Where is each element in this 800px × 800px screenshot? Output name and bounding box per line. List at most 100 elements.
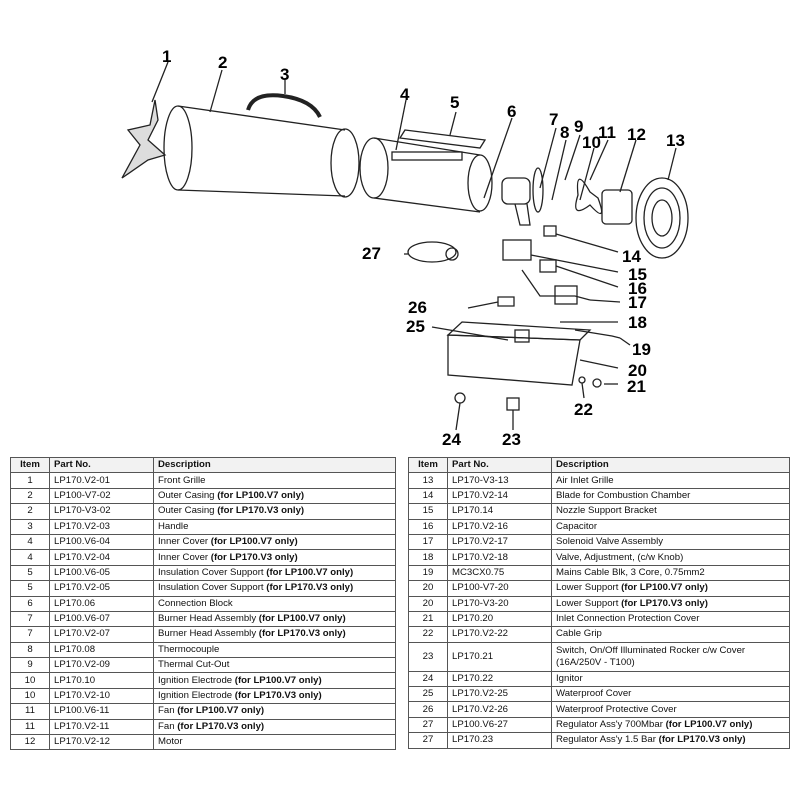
- cell-item: 12: [10, 734, 50, 751]
- cell-item: 4: [10, 533, 50, 551]
- cell-item: 20: [408, 595, 448, 612]
- cell-description: Waterproof Protective Cover: [551, 701, 790, 718]
- cell-description: Insulation Cover Support (for LP100.V7 o…: [153, 564, 396, 582]
- cell-description: Blade for Combustion Chamber: [551, 487, 790, 505]
- description-text: Regulator Ass'y 700Mbar: [556, 719, 666, 731]
- cell-description: Valve, Adjustment, (c/w Knob): [551, 549, 790, 566]
- callout-19: 19: [632, 340, 651, 359]
- cell-part-no: LP170-V3-20: [447, 595, 552, 612]
- model-note: (for LP170.V3 only): [210, 551, 298, 563]
- cell-item: 18: [408, 549, 448, 566]
- cell-description: Ignitor: [551, 670, 790, 688]
- inner-cover-part: [359, 99, 493, 213]
- model-note: (for LP100.V7 only): [210, 536, 298, 548]
- cell-part-no: LP170.V2-04: [49, 549, 154, 566]
- description-text: Air Inlet Grille: [556, 474, 614, 486]
- cell-part-no: LP170.22: [447, 670, 552, 688]
- cell-part-no: LP170-V3-13: [447, 472, 552, 489]
- callout-15: 15: [628, 265, 647, 284]
- cell-part-no: LP100.V6-05: [49, 564, 154, 582]
- cell-description: Solenoid Valve Assembly: [551, 533, 790, 551]
- cell-description: Thermocouple: [153, 641, 396, 659]
- callout-7: 7: [549, 110, 558, 129]
- model-note: (for LP170.V3 only): [658, 734, 746, 746]
- cell-item: 8: [10, 641, 50, 659]
- description-text: Ignition Electrode: [158, 674, 235, 686]
- exploded-parts-diagram: 1 2 3 4 5 6 7 8 9 10 11 12 13 14 15 16 1…: [121, 47, 689, 449]
- cell-part-no: LP170.V2-11: [49, 718, 154, 736]
- cell-item: 21: [408, 610, 448, 628]
- model-note: (for LP170.V3 only): [621, 597, 708, 609]
- col-header-description: Description: [153, 456, 396, 474]
- cell-description: Outer Casing (for LP170.V3 only): [153, 503, 396, 520]
- cell-description: Thermal Cut-Out: [153, 657, 396, 674]
- description-text: Thermal Cut-Out: [158, 659, 230, 671]
- callout-24: 24: [442, 430, 461, 449]
- description-text: Capacitor: [556, 520, 598, 532]
- cell-part-no: LP170.V2-07: [49, 626, 154, 643]
- cell-part-no: LP170.V2-10: [49, 687, 154, 705]
- cell-description: Ignition Electrode (for LP100.V7 only): [153, 672, 396, 689]
- cell-part-no: LP170.10: [49, 672, 154, 689]
- cell-part-no: MC3CX0.75: [447, 564, 552, 582]
- cell-part-no: LP170.23: [447, 732, 552, 749]
- description-text: Ignitor: [556, 672, 583, 684]
- insulation-support-part: [398, 111, 487, 149]
- cell-item: 7: [10, 610, 50, 628]
- cell-part-no: LP170.V2-03: [49, 518, 154, 535]
- handle-part: [246, 80, 322, 118]
- cell-item: 19: [408, 564, 448, 582]
- cell-part-no: LP100.V6-27: [447, 716, 552, 734]
- cell-part-no: LP170.V2-25: [447, 686, 552, 703]
- air-inlet-grille-part: [635, 147, 689, 259]
- cell-description: Inlet Connection Protection Cover: [551, 610, 790, 628]
- description-text: Burner Head Assembly: [158, 613, 259, 625]
- model-note: (for LP170.V3 only): [177, 720, 265, 732]
- cell-description: Handle: [153, 518, 396, 535]
- callout-12: 12: [627, 125, 646, 144]
- cell-item: 16: [408, 518, 448, 535]
- cell-description: Fan (for LP170.V3 only): [153, 718, 396, 736]
- outer-casing-part: [163, 69, 360, 198]
- callout-13: 13: [666, 131, 685, 150]
- callout-2: 2: [218, 53, 227, 72]
- cell-description: Lower Support (for LP100.V7 only): [551, 580, 790, 597]
- cell-item: 22: [408, 626, 448, 643]
- col-header-part-no: Part No.: [49, 456, 154, 474]
- cell-description: Inner Cover (for LP170.V3 only): [153, 549, 396, 566]
- cell-item: 20: [408, 580, 448, 597]
- cell-item: 4: [10, 549, 50, 566]
- model-note: (for LP100.V7 only): [234, 674, 322, 686]
- cell-part-no: LP170.V2-17: [447, 533, 552, 551]
- description-text: Insulation Cover Support: [158, 582, 267, 594]
- cell-part-no: LP170.V2-16: [447, 518, 552, 535]
- cell-description: Air Inlet Grille: [551, 472, 790, 489]
- description-text: Ignition Electrode: [158, 690, 235, 702]
- description-text: Front Grille: [158, 474, 206, 486]
- callout-22: 22: [574, 400, 593, 419]
- callout-3: 3: [280, 65, 289, 84]
- description-text: Outer Casing: [158, 505, 218, 517]
- cell-item: 10: [10, 687, 50, 705]
- front-grille-part: [121, 61, 169, 179]
- description-text: Lower Support: [556, 582, 622, 594]
- motor-part: [601, 139, 637, 225]
- cell-item: 27: [408, 716, 448, 734]
